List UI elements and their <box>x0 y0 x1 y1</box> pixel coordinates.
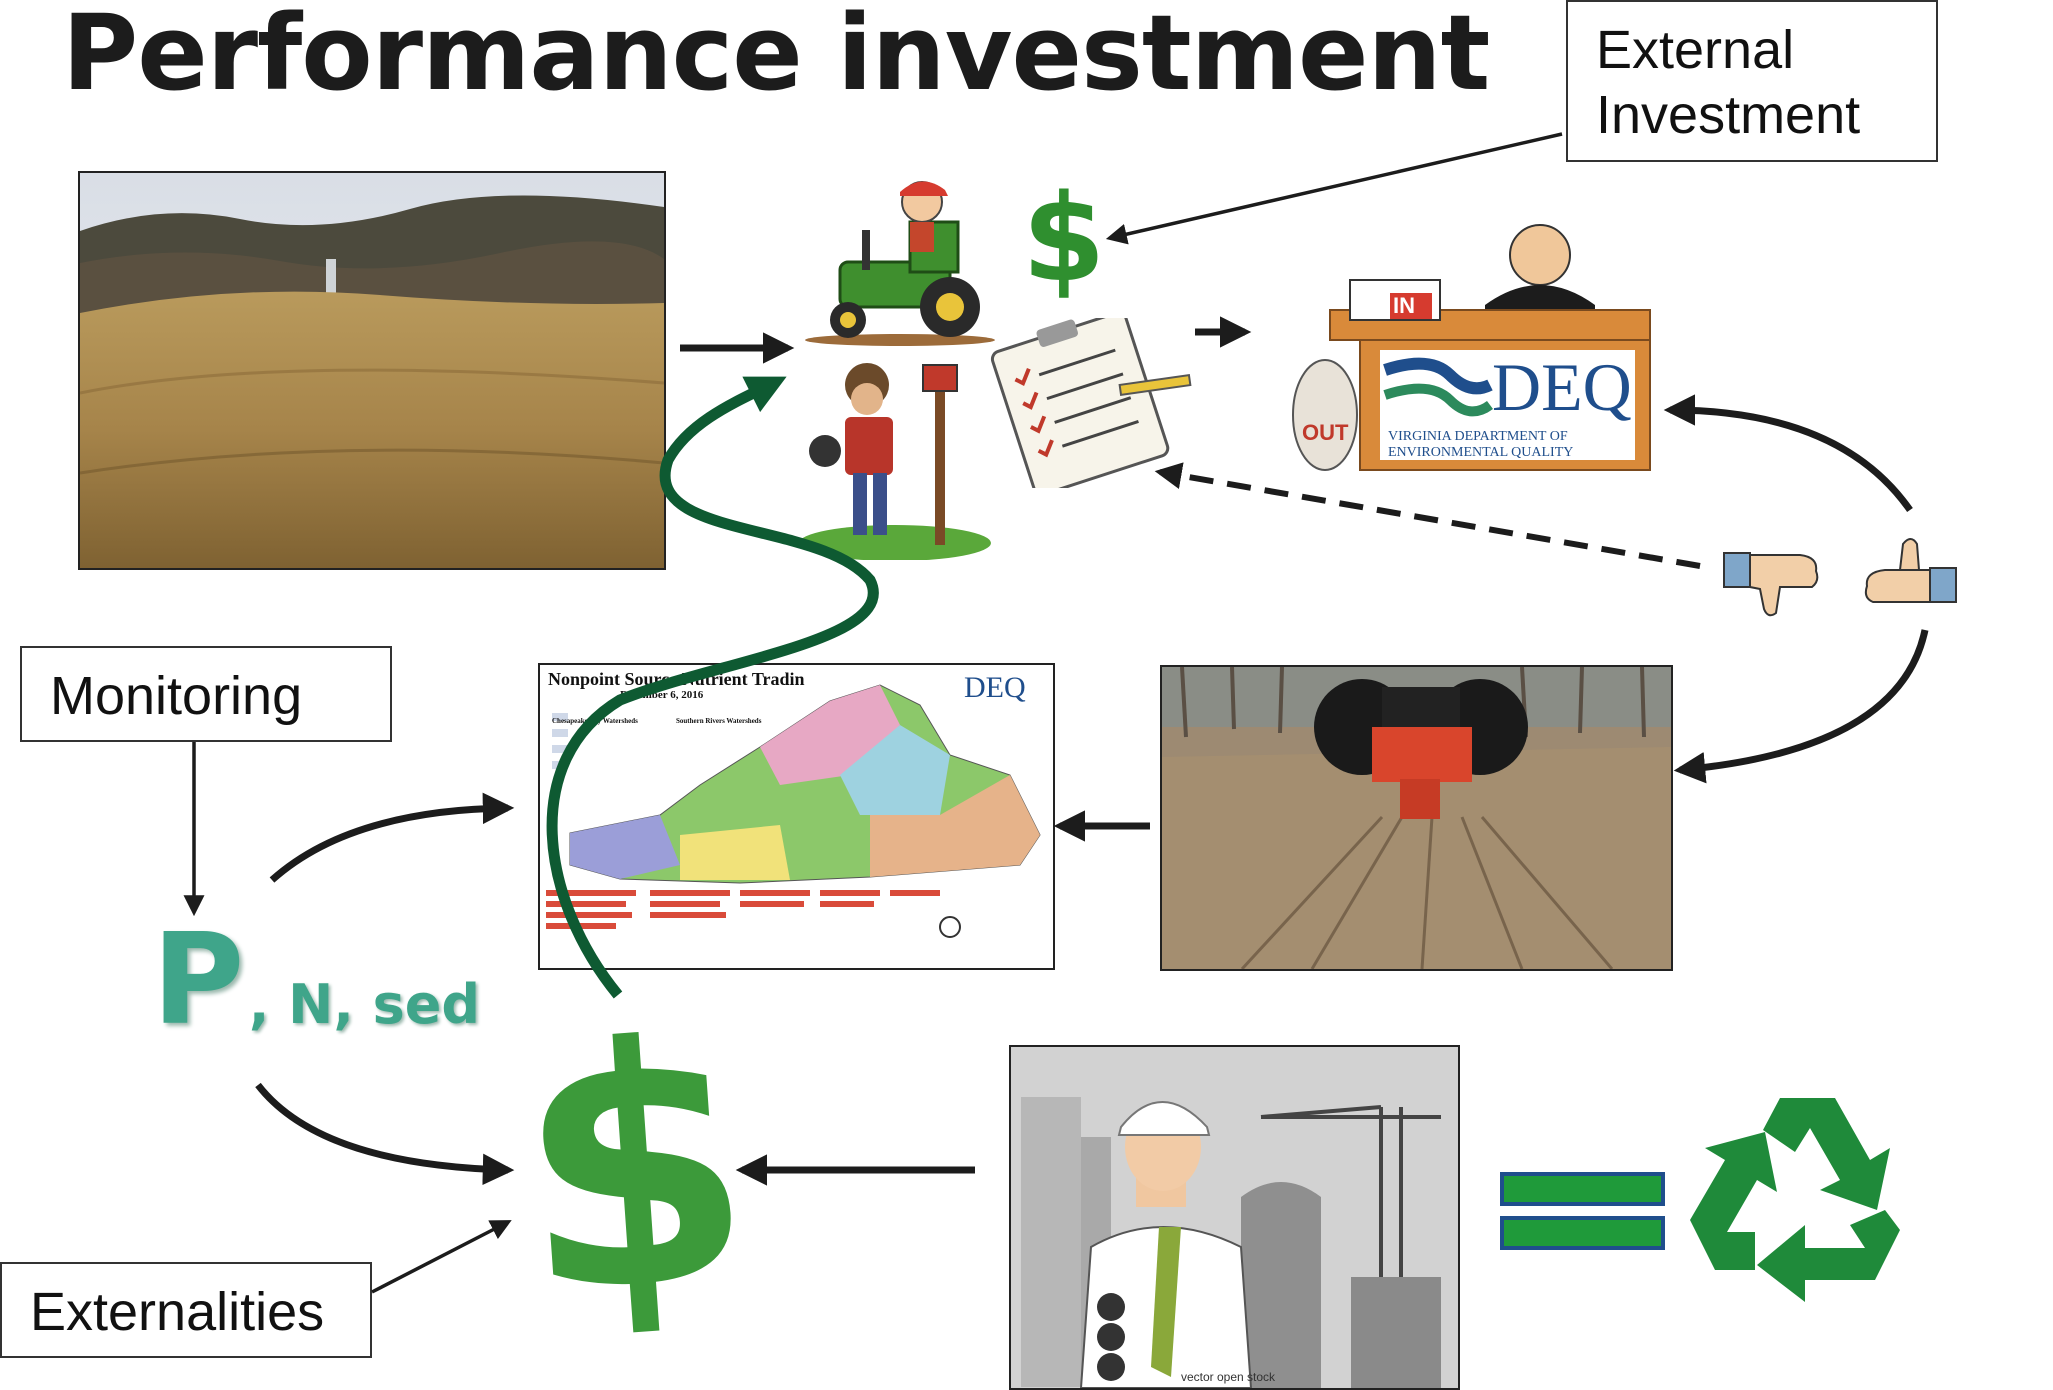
deq-dept-line1: VIRGINIA DEPARTMENT OF <box>1388 429 1568 444</box>
external-investment-box: External Investment <box>1566 0 1938 162</box>
thumbs-up-icon <box>1845 530 1960 620</box>
stock-credit: vector open stock <box>1181 1370 1276 1384</box>
arrow-pollutant-to-map <box>269 792 515 883</box>
arrow-thumbs-to-tractor <box>1673 629 1929 784</box>
farm-field-photo <box>78 171 666 570</box>
map-deq-logo: DEQ <box>964 671 1026 704</box>
monitoring-box: Monitoring <box>20 646 392 742</box>
deq-in-label: IN <box>1393 293 1415 318</box>
arrow-external-investment <box>1105 132 1563 245</box>
recycle-icon <box>1685 1080 1930 1325</box>
thumbs-down-icon <box>1720 535 1830 620</box>
checklist-clipboard-illustration <box>970 311 1195 496</box>
arrow-pollutant-to-dollar <box>255 1082 515 1186</box>
pollutant-n-sed: , N, sed <box>248 973 481 1036</box>
deq-dept-line2: ENVIRONMENTAL QUALITY <box>1388 445 1574 460</box>
externalities-box: Externalities <box>0 1262 372 1358</box>
external-investment-line1: External <box>1596 20 1795 80</box>
page-title: Performance investment <box>62 0 1490 114</box>
investment-flow-arrow <box>546 376 879 999</box>
surveyor-illustration <box>795 355 995 561</box>
externalities-label: Externalities <box>30 1282 325 1342</box>
engineer-illustration: vector open stock <box>1009 1045 1460 1390</box>
tractor-field-photo <box>1160 665 1673 971</box>
farmer-tractor-illustration <box>800 172 1000 347</box>
pollutant-p: P <box>152 906 245 1053</box>
pollutant-label: P , N, sed <box>152 915 492 1045</box>
deq-logo-text: DEQ <box>1492 349 1632 425</box>
external-investment-line2: Investment <box>1596 84 1861 145</box>
map-legend-right-heading: Southern Rivers Watersheds <box>676 717 762 725</box>
dollar-sign-small-icon: $ <box>1022 170 1106 309</box>
deq-agency-badge: IN OUT DEQ VIRGINIA DEPARTMENT OF ENVIRO… <box>1290 215 1660 477</box>
arrow-thumbs-to-deq <box>1663 394 1913 513</box>
equals-sign <box>1500 1172 1665 1250</box>
monitoring-label: Monitoring <box>50 666 303 726</box>
arrow-feedback-dashed <box>1154 462 1701 569</box>
deq-out-label: OUT <box>1302 420 1349 445</box>
arrow-externalities-to-dollar <box>371 1220 512 1294</box>
